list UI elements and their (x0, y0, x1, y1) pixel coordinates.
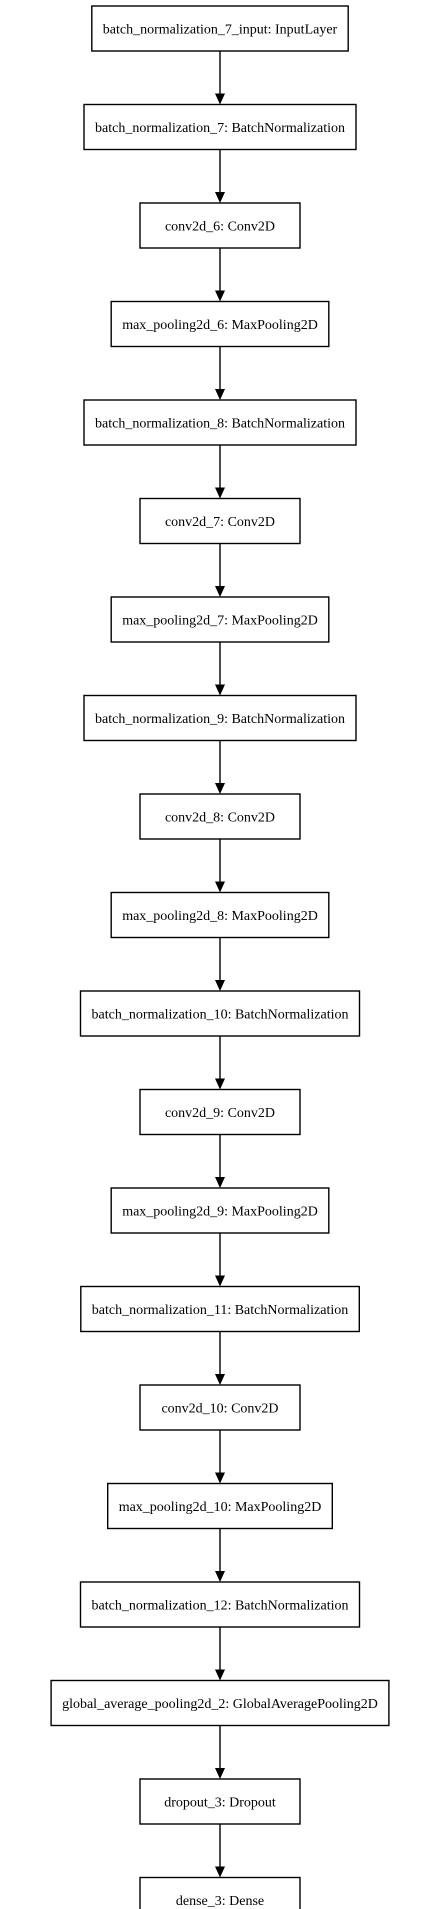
layer-box (106, 1482, 334, 1530)
layer-box (79, 1581, 361, 1628)
layer-label: conv2d_10: Conv2D (161, 1402, 278, 1417)
arrowhead-icon (215, 290, 225, 302)
layer-box (83, 103, 357, 151)
arrowhead-icon (215, 1472, 225, 1484)
layer-label: dropout_3: Dropout (164, 1796, 276, 1811)
arrowhead-icon (215, 1669, 225, 1681)
layer-box (139, 1384, 301, 1431)
layer-label: batch_normalization_10: BatchNormalizati… (92, 1008, 349, 1023)
layer-box (110, 1187, 330, 1234)
layer-node: batch_normalization_7: BatchNormalizatio… (83, 103, 357, 151)
layer-label: global_average_pooling2d_2: GlobalAverag… (62, 1697, 378, 1712)
arrowhead-icon (215, 1177, 225, 1188)
layer-label: dense_3: Dense (176, 1894, 264, 1909)
arrowhead-icon (215, 1768, 225, 1779)
arrowhead-icon (215, 192, 225, 203)
layer-box (79, 990, 361, 1037)
layer-node: max_pooling2d_6: MaxPooling2D (110, 300, 330, 348)
layer-node: dropout_3: Dropout (139, 1778, 301, 1825)
layer-node: batch_normalization_7_input: InputLayer (91, 5, 349, 52)
layer-node: global_average_pooling2d_2: GlobalAverag… (50, 1679, 390, 1727)
arrowhead-icon (215, 1078, 225, 1090)
layer-node: conv2d_10: Conv2D (139, 1384, 301, 1431)
edges (215, 51, 225, 1878)
arrowhead-icon (215, 1866, 225, 1878)
layer-box (139, 202, 301, 249)
layer-label: batch_normalization_8: BatchNormalizatio… (95, 417, 345, 432)
layer-node: batch_normalization_10: BatchNormalizati… (79, 990, 361, 1037)
layer-node: max_pooling2d_10: MaxPooling2D (106, 1482, 334, 1530)
layer-box (139, 1088, 301, 1136)
layer-node: batch_normalization_9: BatchNormalizatio… (83, 694, 357, 742)
layer-label: batch_normalization_11: BatchNormalizati… (92, 1303, 348, 1318)
layer-label: max_pooling2d_9: MaxPooling2D (122, 1205, 318, 1220)
layer-node: max_pooling2d_7: MaxPooling2D (110, 596, 330, 643)
layer-box (110, 596, 330, 643)
arrowhead-icon (215, 1374, 225, 1385)
layer-node: batch_normalization_12: BatchNormalizati… (79, 1581, 361, 1628)
layer-label: max_pooling2d_8: MaxPooling2D (122, 909, 318, 924)
layer-node: conv2d_9: Conv2D (139, 1088, 301, 1136)
layer-node: max_pooling2d_9: MaxPooling2D (110, 1187, 330, 1234)
arrowhead-icon (215, 1571, 225, 1582)
arrowhead-icon (215, 487, 225, 499)
layer-node: conv2d_7: Conv2D (139, 497, 301, 545)
layer-node: dense_3: Dense (139, 1876, 301, 1909)
layer-node: batch_normalization_11: BatchNormalizati… (80, 1285, 361, 1333)
layer-box (139, 1876, 301, 1909)
arrowhead-icon (215, 881, 225, 893)
layer-box (91, 5, 349, 52)
layer-box (110, 891, 330, 939)
layer-label: batch_normalization_9: BatchNormalizatio… (95, 712, 345, 727)
layer-node: batch_normalization_8: BatchNormalizatio… (83, 399, 357, 446)
arrowhead-icon (215, 586, 225, 597)
layer-label: max_pooling2d_10: MaxPooling2D (119, 1500, 322, 1515)
layer-label: conv2d_7: Conv2D (165, 515, 275, 530)
layer-label: batch_normalization_12: BatchNormalizati… (92, 1599, 349, 1614)
layer-label: conv2d_9: Conv2D (165, 1106, 275, 1121)
layer-label: max_pooling2d_7: MaxPooling2D (122, 614, 318, 629)
arrowhead-icon (215, 980, 225, 991)
layer-box (110, 300, 330, 348)
layer-label: batch_normalization_7: BatchNormalizatio… (95, 121, 345, 136)
layer-box (50, 1679, 390, 1727)
arrowhead-icon (215, 389, 225, 400)
layer-node: max_pooling2d_8: MaxPooling2D (110, 891, 330, 939)
arrowhead-icon (215, 783, 225, 794)
layer-node: conv2d_8: Conv2D (139, 793, 301, 840)
layer-label: max_pooling2d_6: MaxPooling2D (122, 318, 318, 333)
layer-box (83, 694, 357, 742)
layer-box (139, 793, 301, 840)
arrowhead-icon (215, 1275, 225, 1287)
arrowhead-icon (215, 684, 225, 696)
arrowhead-icon (215, 93, 225, 105)
layer-box (139, 497, 301, 545)
layer-label: batch_normalization_7_input: InputLayer (103, 23, 338, 38)
layer-node: conv2d_6: Conv2D (139, 202, 301, 249)
layer-box (83, 399, 357, 446)
layer-label: conv2d_6: Conv2D (165, 220, 275, 235)
nodes: batch_normalization_7_input: InputLayer b… (50, 5, 390, 1909)
layer-box (139, 1778, 301, 1825)
layer-label: conv2d_8: Conv2D (165, 811, 275, 826)
layer-box (80, 1285, 361, 1333)
